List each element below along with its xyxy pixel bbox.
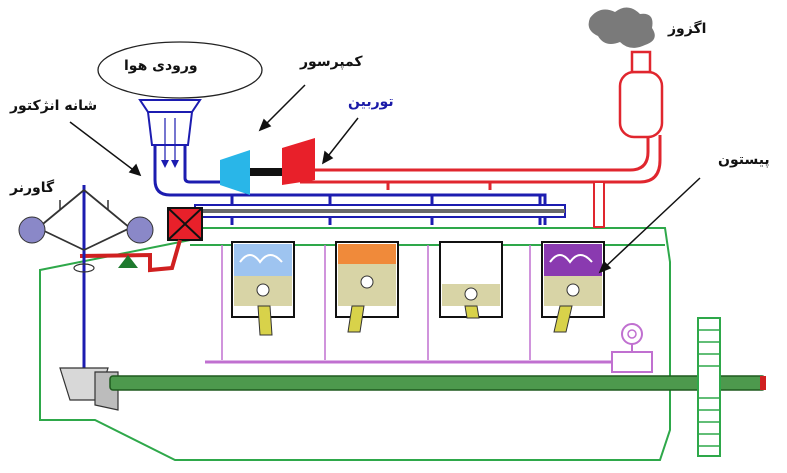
- compressor-wheel: [220, 150, 250, 195]
- label-compressor: کمپرسور: [300, 54, 363, 70]
- intake-pipe-inner: [183, 145, 225, 184]
- rack-pivot: [118, 255, 138, 268]
- muffler-neck: [630, 50, 652, 74]
- piston-rod-3: [464, 305, 480, 319]
- oil-pump-icon: [611, 323, 653, 373]
- label-turbine: توربین: [348, 94, 394, 110]
- label-exhaust: اگزوز: [668, 21, 707, 37]
- arrow-injector-shoulder: [69, 121, 141, 176]
- label-air-intake: ورودی هوا: [124, 58, 198, 74]
- arrow-piston-head: [598, 260, 612, 274]
- smoke-cloud-icon: [588, 7, 655, 48]
- piston-rod-2: [347, 305, 365, 333]
- cylinder-3: [439, 241, 503, 319]
- intake-pipe: [153, 145, 547, 225]
- gear-icon: [697, 317, 721, 457]
- governor-ball-left: [18, 216, 46, 244]
- air-filter-icon: [138, 99, 202, 168]
- control-rack: [79, 239, 182, 273]
- muffler: [618, 70, 664, 139]
- label-governor: گاورنر: [10, 180, 55, 196]
- exhaust-pipe: [300, 135, 650, 172]
- arrow-compressor: [261, 84, 306, 129]
- turbine-wheel: [282, 138, 315, 185]
- label-piston: پیستون: [718, 152, 770, 168]
- cylinder-4: [541, 241, 605, 333]
- crankshaft: [109, 375, 766, 391]
- arrow-turbine: [324, 117, 359, 161]
- exhaust-pipe-outer: [300, 135, 662, 184]
- arrow-compressor-head: [258, 118, 272, 132]
- air-intake-dome: [97, 41, 263, 99]
- arrow-injector-shoulder-head: [128, 163, 142, 177]
- fuel-pump-box-icon: [167, 207, 203, 241]
- arrow-turbine-head: [321, 150, 334, 165]
- cylinder-1: [231, 241, 295, 336]
- exhaust-riser-3: [593, 181, 605, 228]
- governor: [18, 185, 154, 372]
- cylinder-2: [335, 241, 399, 333]
- governor-ball-right: [126, 216, 154, 244]
- label-injector-shoulder: شانه انژکتور: [10, 98, 98, 114]
- piston-rod-1: [257, 305, 273, 336]
- arrow-piston: [601, 177, 701, 271]
- piston-rod-4: [553, 305, 573, 333]
- crankshaft-end: [760, 376, 766, 390]
- turbo-shaft: [250, 168, 282, 176]
